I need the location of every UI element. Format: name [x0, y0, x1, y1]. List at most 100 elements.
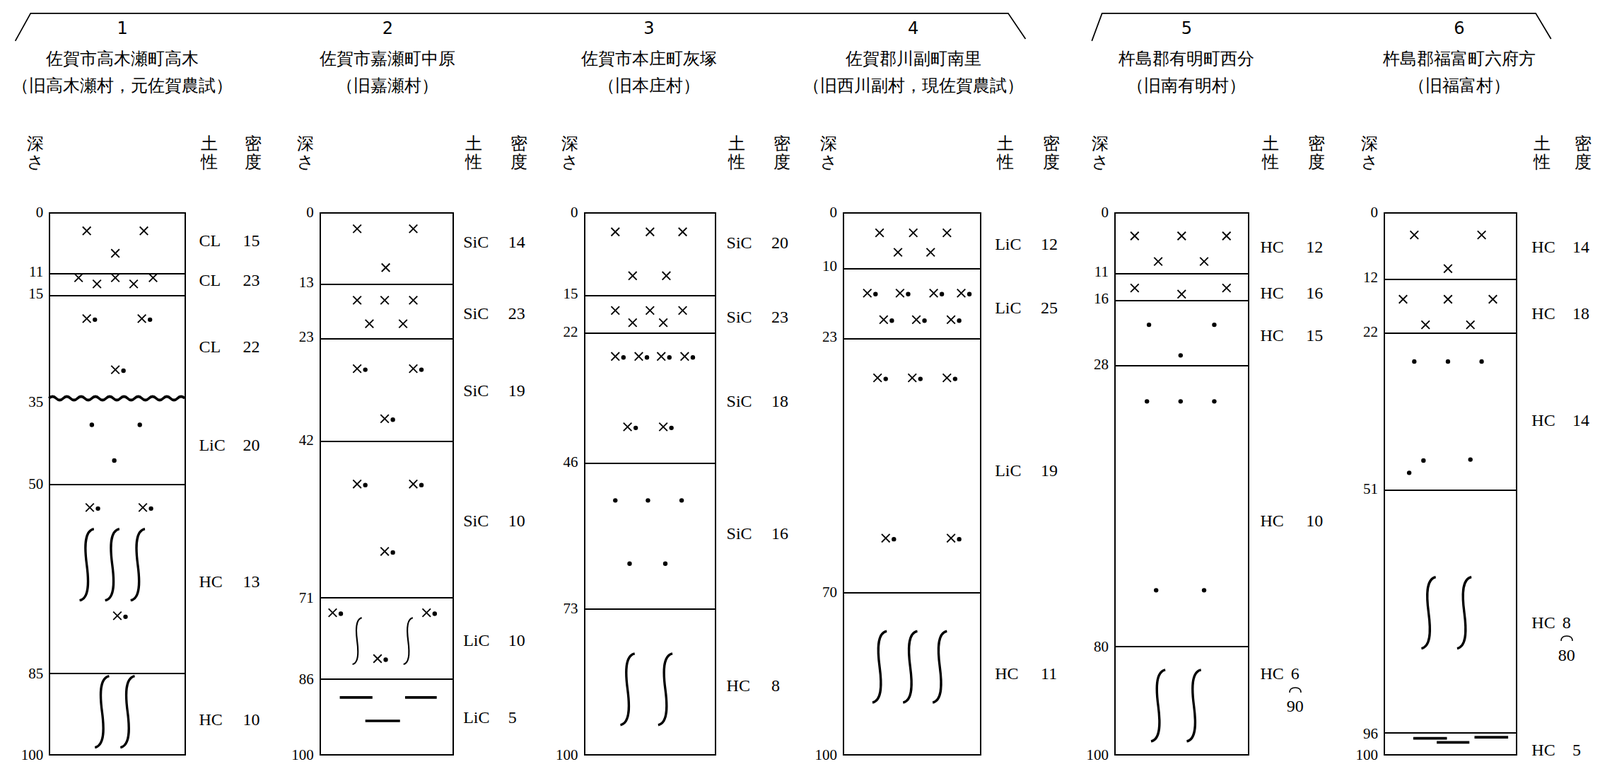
structure-mark: [129, 279, 138, 289]
gley-mark: [620, 653, 635, 725]
structure-mark: [82, 226, 92, 236]
bulk-density: 18: [1572, 303, 1590, 324]
bulk-density: 16: [1305, 282, 1323, 304]
structure-mark: [1443, 294, 1453, 304]
soil-horizon: HC16: [1115, 272, 1248, 300]
structure-mark: [409, 296, 418, 305]
structure-mark: [1153, 257, 1163, 266]
site-name: （旧南有明村）: [1126, 75, 1246, 97]
mottle-mark: [1178, 352, 1183, 358]
structure-mark: [1130, 283, 1140, 293]
mottle-mark: [627, 561, 632, 566]
soil-horizon: LiC12: [844, 213, 980, 268]
gley-mark: [105, 528, 120, 601]
soil-horizon: SiC19: [320, 337, 454, 441]
soil-profile-column: 2佐賀市嘉瀬町中原（旧嘉瀬村）SiC14SiC23SiC19SiC10LiC10…: [319, 212, 455, 756]
structure-mark: [409, 224, 418, 234]
depth-heading: 深さ: [26, 134, 44, 172]
column-number: 1: [117, 18, 128, 39]
soil-texture: LiC: [463, 629, 490, 651]
soil-texture: HC: [1259, 325, 1284, 346]
bulk-density: 8: [1562, 612, 1572, 633]
structure-mark: [352, 224, 362, 234]
structure-mottle-mark: [863, 289, 878, 298]
soil-horizon: HC18: [1385, 278, 1516, 333]
soil-horizon: HC14: [1385, 332, 1516, 490]
bulk-density: 10: [508, 629, 526, 651]
structure-mottle-mark: [85, 503, 100, 512]
bulk-density: 6: [1291, 663, 1300, 684]
structure-mark: [611, 227, 621, 237]
mottle-mark: [1153, 587, 1159, 592]
column-number: 3: [643, 18, 654, 39]
gley-mark: [932, 630, 947, 703]
structure-mark: [1399, 294, 1408, 304]
depth-value: 28: [1093, 355, 1109, 374]
soil-horizon: LiC10: [320, 596, 454, 679]
structure-mark: [678, 227, 688, 237]
soil-horizon: SiC10: [320, 440, 454, 598]
soil-profile-column: 1佐賀市高木瀬町高木（旧高木瀬村，元佐賀農試）CL15CL23CL22LiC20…: [48, 212, 186, 756]
soil-horizon: HC11: [844, 591, 980, 754]
depth-value: 11: [28, 263, 44, 281]
bulk-density: 18: [771, 390, 789, 412]
structure-mottle-mark: [656, 352, 671, 361]
gley-mark: [1421, 576, 1436, 649]
texture-heading: 土性: [1262, 134, 1280, 172]
depth-value: 80: [1093, 637, 1109, 656]
structure-mottle-mark: [82, 314, 97, 324]
depth-value: 11: [1094, 263, 1109, 281]
soil-horizon: CL23: [50, 272, 184, 295]
structure-mottle-mark: [328, 608, 343, 617]
depth-value: 22: [563, 323, 579, 341]
soil-texture: HC: [1531, 612, 1555, 633]
depth-heading: 深さ: [820, 134, 838, 172]
density-heading: 密度: [510, 134, 528, 172]
bulk-density: 14: [1572, 236, 1590, 258]
gley-mark: [403, 617, 413, 664]
bulk-density: 10: [508, 510, 526, 531]
structure-mottle-mark: [943, 373, 958, 382]
structure-mark: [1130, 231, 1140, 241]
structure-mark: [658, 318, 668, 327]
range-arc-line: [1289, 687, 1301, 693]
bulk-density: 20: [242, 434, 260, 456]
depth-value: 71: [299, 588, 314, 607]
soil-texture: HC: [1531, 739, 1555, 761]
soil-horizon: HC880: [1385, 489, 1516, 733]
bulk-density: 13: [242, 571, 260, 592]
soil-horizon: HC15: [1115, 299, 1248, 365]
depth-value: 16: [1093, 289, 1109, 308]
gley-mark: [120, 675, 135, 748]
gley-mark: [872, 630, 887, 703]
depth-value: 46: [563, 453, 579, 471]
structure-mark: [352, 296, 362, 305]
depth-value: 0: [306, 203, 314, 222]
texture-heading: 土性: [200, 134, 218, 172]
structure-mark: [646, 306, 655, 315]
gley-mark: [94, 675, 109, 748]
wavy-boundary: [48, 395, 185, 400]
soil-texture: HC: [726, 675, 751, 696]
depth-value: 12: [1363, 268, 1378, 287]
bulk-density: 23: [242, 270, 260, 291]
site-name: （旧本庄村）: [598, 75, 700, 97]
depth-value: 50: [28, 475, 44, 493]
soil-texture: HC: [198, 571, 223, 592]
bulk-density: 10: [1305, 510, 1323, 531]
structure-mottle-mark: [422, 608, 437, 617]
structure-mottle-mark: [352, 479, 367, 488]
soil-profile-column: 5杵島郡有明町西分（旧南有明村）HC12HC16HC15HC10HC690: [1114, 212, 1250, 756]
structure-mottle-mark: [879, 315, 894, 324]
column-number: 6: [1453, 18, 1465, 39]
mottle-mark: [1406, 470, 1412, 475]
bulk-density: 14: [508, 231, 526, 253]
soil-texture: CL: [198, 270, 221, 291]
mottle-mark: [1411, 359, 1417, 364]
structure-mottle-mark: [138, 503, 153, 512]
bulk-density: 23: [771, 306, 789, 328]
soil-texture: LiC: [994, 460, 1021, 481]
depth-value: 73: [563, 599, 579, 618]
